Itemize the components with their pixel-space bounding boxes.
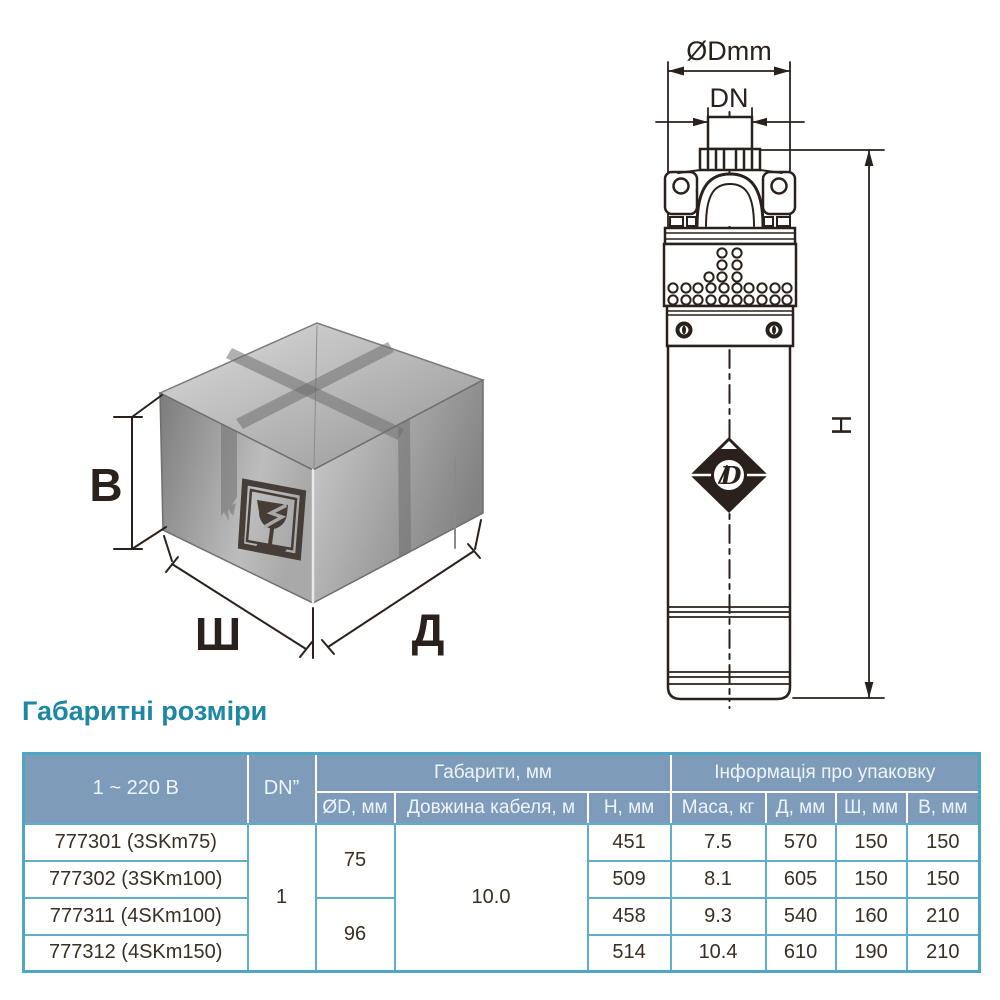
h-cell: 458	[586, 896, 672, 936]
header-hei: В, мм	[905, 790, 981, 825]
brand-diamond-logo-icon: D	[688, 437, 770, 513]
header-group-row: 1 ~ 220 В DN” Габарити, мм Інформація пр…	[22, 752, 981, 825]
header-h: Н, мм	[586, 790, 672, 825]
box-width-label: Ш	[195, 608, 241, 660]
table-row: 777311 (4SKm100) 96 458 9.3 540 160 210	[22, 896, 981, 973]
box-height-label: В	[89, 459, 122, 511]
mass-cell: 9.3	[669, 896, 767, 936]
hei-cell: 210	[905, 896, 981, 936]
table-row: 777301 (3SKm75) 1 75 10.0 451 7.5 570 15…	[22, 822, 981, 973]
od-value-cell: 96	[314, 896, 396, 973]
header-group-dimensions: Габарити, мм	[314, 752, 672, 793]
mass-cell: 8.1	[669, 859, 767, 899]
diagram-svg: В Ш Д	[89, 36, 885, 709]
model-cell: 777302 (3SKm100)	[22, 859, 249, 899]
header-dn: DN”	[246, 752, 317, 825]
len-cell: 610	[764, 933, 837, 973]
h-cell: 514	[586, 933, 672, 973]
dim-label-height: H	[826, 415, 857, 435]
header-od: ØD, мм	[314, 790, 396, 825]
wid-cell: 190	[834, 933, 908, 973]
mass-cell: 10.4	[669, 933, 767, 973]
len-cell: 605	[764, 859, 837, 899]
header-mass: Маса, кг	[669, 790, 767, 825]
table-row: 777302 (3SKm100) 509 8.1 605 150 150	[22, 859, 981, 899]
header-voltage: 1 ~ 220 В	[22, 752, 249, 825]
header-sub-row: ØD, мм Довжина кабеля, м Н, мм Маса, кг …	[24, 790, 981, 825]
pump-drawing: D ØDmm DN H	[655, 36, 885, 709]
fragile-glass-icon	[237, 478, 307, 561]
wid-cell: 150	[834, 859, 908, 899]
hei-cell: 150	[905, 822, 981, 862]
model-cell: 777301 (3SKm75)	[22, 822, 249, 862]
dim-label-diameter: ØDmm	[686, 36, 771, 66]
header-group-packaging: Інформація про упаковку	[669, 752, 981, 793]
model-cell: 777312 (4SKm150)	[22, 933, 249, 973]
hei-cell: 210	[905, 933, 981, 973]
len-cell: 540	[764, 896, 837, 936]
mass-cell: 7.5	[669, 822, 767, 862]
table-row: 777312 (4SKm150) 514 10.4 610 190 210	[22, 933, 981, 973]
model-cell: 777311 (4SKm100)	[22, 896, 249, 936]
screw-icon	[675, 321, 783, 339]
wid-cell: 160	[834, 896, 908, 936]
hei-cell: 150	[905, 859, 981, 899]
header-len: Д, мм	[764, 790, 837, 825]
box-dimension-lines	[113, 394, 482, 659]
od-value-cell: 75	[314, 822, 396, 899]
dim-label-dn: DN	[710, 83, 749, 113]
header-wid: Ш, мм	[834, 790, 908, 825]
dn-value-cell: 1	[246, 822, 317, 973]
h-cell: 509	[586, 859, 672, 899]
dimensions-table: 1 ~ 220 В DN” Габарити, мм Інформація пр…	[22, 752, 982, 973]
wid-cell: 150	[834, 822, 908, 862]
header-cable: Довжина кабеля, м	[393, 790, 589, 825]
page-title: Габаритні розміри	[22, 696, 268, 726]
tape-strips	[221, 342, 411, 558]
h-cell: 451	[586, 822, 672, 862]
package-box-drawing: В Ш Д	[89, 322, 485, 660]
len-cell: 570	[764, 822, 837, 862]
cable-length-cell: 10.0	[393, 822, 589, 973]
box-length-label: Д	[412, 604, 445, 656]
